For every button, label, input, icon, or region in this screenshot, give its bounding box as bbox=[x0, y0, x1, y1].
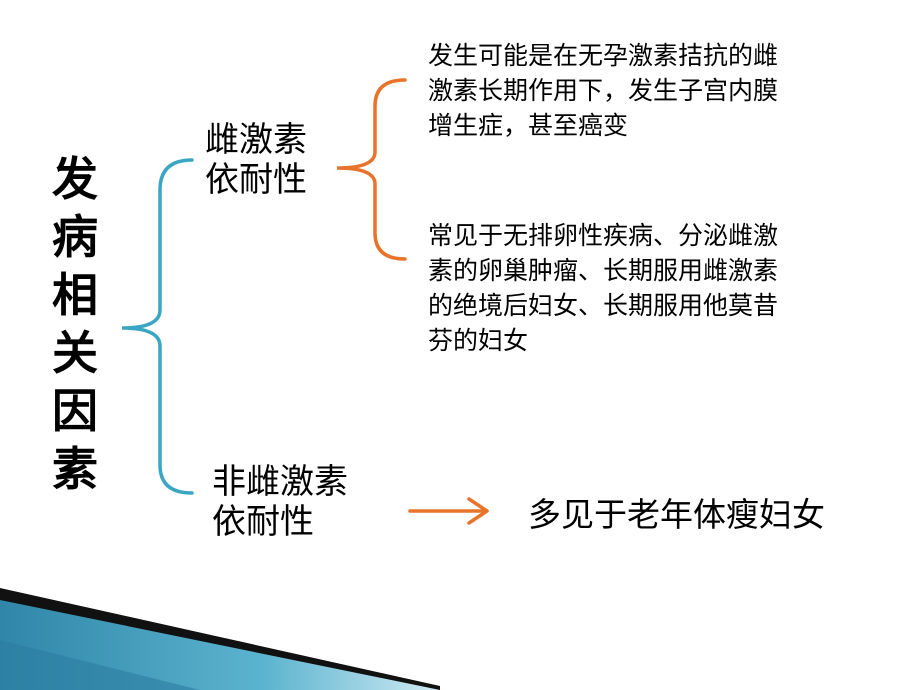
teal-band-shade bbox=[0, 640, 200, 690]
note-line: 常见于无排卵性疾病、分泌雌激 bbox=[428, 221, 779, 250]
branch-label-line: 依耐性 bbox=[212, 502, 314, 542]
branch-label-line: 依耐性 bbox=[205, 160, 307, 200]
note-population: 常见于无排卵性疾病、分泌雌激 素的卵巢肿瘤、长期服用雌激素 的绝境后妇女、长期服… bbox=[428, 218, 778, 358]
sub-brace bbox=[336, 78, 407, 261]
branch-non-estrogen-dependent: 非雌激素 依耐性 bbox=[212, 462, 348, 542]
note-line: 芬的妇女 bbox=[428, 326, 529, 355]
dark-band bbox=[0, 588, 440, 690]
note-line: 发生可能是在无孕激素拮抗的雌 bbox=[428, 41, 779, 70]
note-line: 增生症，甚至癌变 bbox=[428, 111, 629, 140]
right-arrow-icon bbox=[408, 497, 489, 525]
branch-estrogen-dependent: 雌激素 依耐性 bbox=[205, 120, 307, 200]
note-line: 激素长期作用下，发生子宫内膜 bbox=[428, 76, 779, 105]
main-title: 发病相关因素 bbox=[52, 152, 98, 496]
branch-label-line: 雌激素 bbox=[205, 120, 307, 160]
result-text: 多见于老年体瘦妇女 bbox=[528, 495, 825, 534]
note-mechanism: 发生可能是在无孕激素拮抗的雌 激素长期作用下，发生子宫内膜 增生症，甚至癌变 bbox=[428, 38, 778, 143]
note-line: 的绝境后妇女、长期服用他莫昔 bbox=[428, 291, 779, 320]
note-line: 素的卵巢肿瘤、长期服用雌激素 bbox=[428, 256, 779, 285]
branch-label-line: 非雌激素 bbox=[212, 462, 348, 502]
main-brace bbox=[121, 158, 194, 495]
